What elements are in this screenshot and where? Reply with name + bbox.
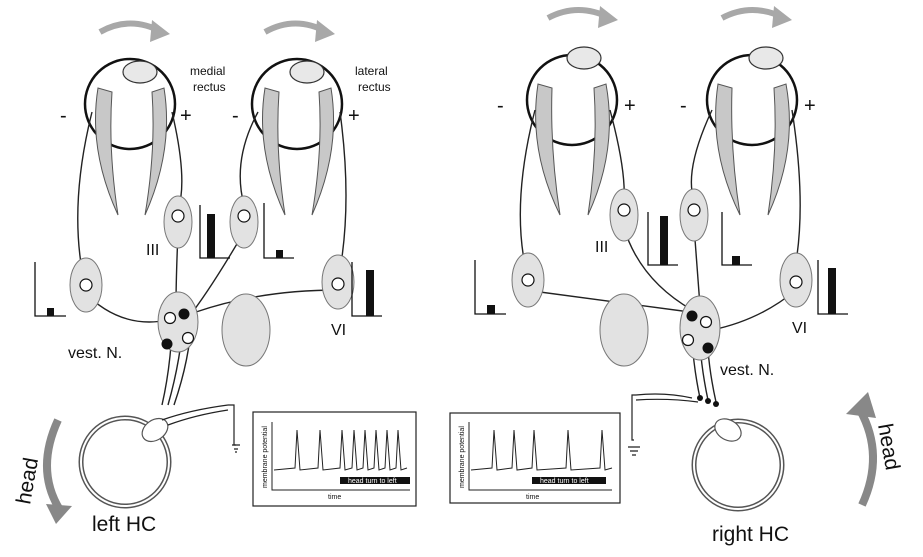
firing-rate-bar [276,250,283,258]
head-rotation-arrowhead-right [846,392,876,418]
midline-structure-right [599,293,649,367]
nucleus-VI-medial-left [229,195,259,249]
stimulus-bar-label: head turn to left [348,478,397,485]
medial-rectus-label-line1: medial [190,64,225,78]
inset-ylabel: membrane potential [262,426,269,488]
nucleus-abducens-right [511,252,545,308]
firing-rate-bar [47,308,54,316]
vestibular-nucleus-right [679,295,721,361]
left-panel: - + - + medial rectus lateral rectus [12,20,417,536]
minus-sign: - [60,105,67,127]
plus-sign: + [624,95,636,117]
head-label: head [12,456,43,506]
vestibular-nucleus-left [157,291,199,353]
eye-right-1 [525,46,619,216]
canal-label: left HC [92,513,156,536]
nucleus-III-right [609,188,639,242]
minus-sign: - [497,95,504,117]
vestibular-nucleus-label: vest. N. [68,345,122,362]
eye-rotation-arrowhead-left-2 [315,20,335,42]
firing-rate-bar [207,214,215,258]
eye-right-2 [705,46,799,216]
firing-rate-bar [366,270,374,316]
eye-left-1 [83,57,177,216]
nucleus-VI-right [779,252,813,308]
nucleus-VI-left [321,254,355,310]
nucleus-III-label: III [595,239,608,256]
horizontal-canal-right [628,393,785,512]
inset-xlabel: time [328,494,341,501]
firing-rate-bar [487,305,495,314]
eye-rotation-arrowhead-left [150,20,170,42]
eye-rotation-arrowhead-right [598,6,618,28]
minus-sign: - [232,105,239,127]
recording-inset-left: head turn to left membrane potential tim… [252,411,417,507]
recording-inset-right: head turn to left membrane potential tim… [449,412,621,504]
nucleus-III-label: III [146,242,159,259]
horizontal-canal-left [78,404,240,509]
plus-sign: + [804,95,816,117]
eye-left-2 [250,57,344,216]
firing-rate-bar [828,268,836,314]
firing-rate-bar [660,216,668,265]
canal-label: right HC [712,523,789,546]
stimulus-bar-label: head turn to left [540,478,589,485]
plus-sign: + [180,105,192,127]
nucleus-VI-medial-right [679,188,709,242]
membrane-potential-trace [273,429,408,471]
head-rotation-arrow-left [43,418,64,513]
plus-sign: + [348,105,360,127]
nucleus-III-left [163,195,193,249]
membrane-potential-trace [470,429,613,471]
minus-sign: - [680,95,687,117]
lateral-rectus-label-line1: lateral [355,64,388,78]
inset-ylabel: membrane potential [459,426,466,488]
head-rotation-arrowhead-left [46,504,72,524]
inset-xlabel: time [526,494,539,501]
firing-rate-bar [732,256,740,265]
nucleus-VI-label: VI [331,322,346,339]
vestibular-nucleus-label: vest. N. [720,362,774,379]
head-label: head [873,422,904,472]
lateral-rectus-label-line2: rectus [358,80,391,94]
eye-rotation-arrowhead-right-2 [772,6,792,28]
nucleus-VI-label: VI [792,320,807,337]
medial-rectus-label-line2: rectus [193,80,226,94]
nucleus-abducens-left [69,257,103,313]
head-rotation-arrow-right [856,408,877,507]
right-panel: - + - + [449,6,904,546]
midline-structure-left [221,293,271,367]
